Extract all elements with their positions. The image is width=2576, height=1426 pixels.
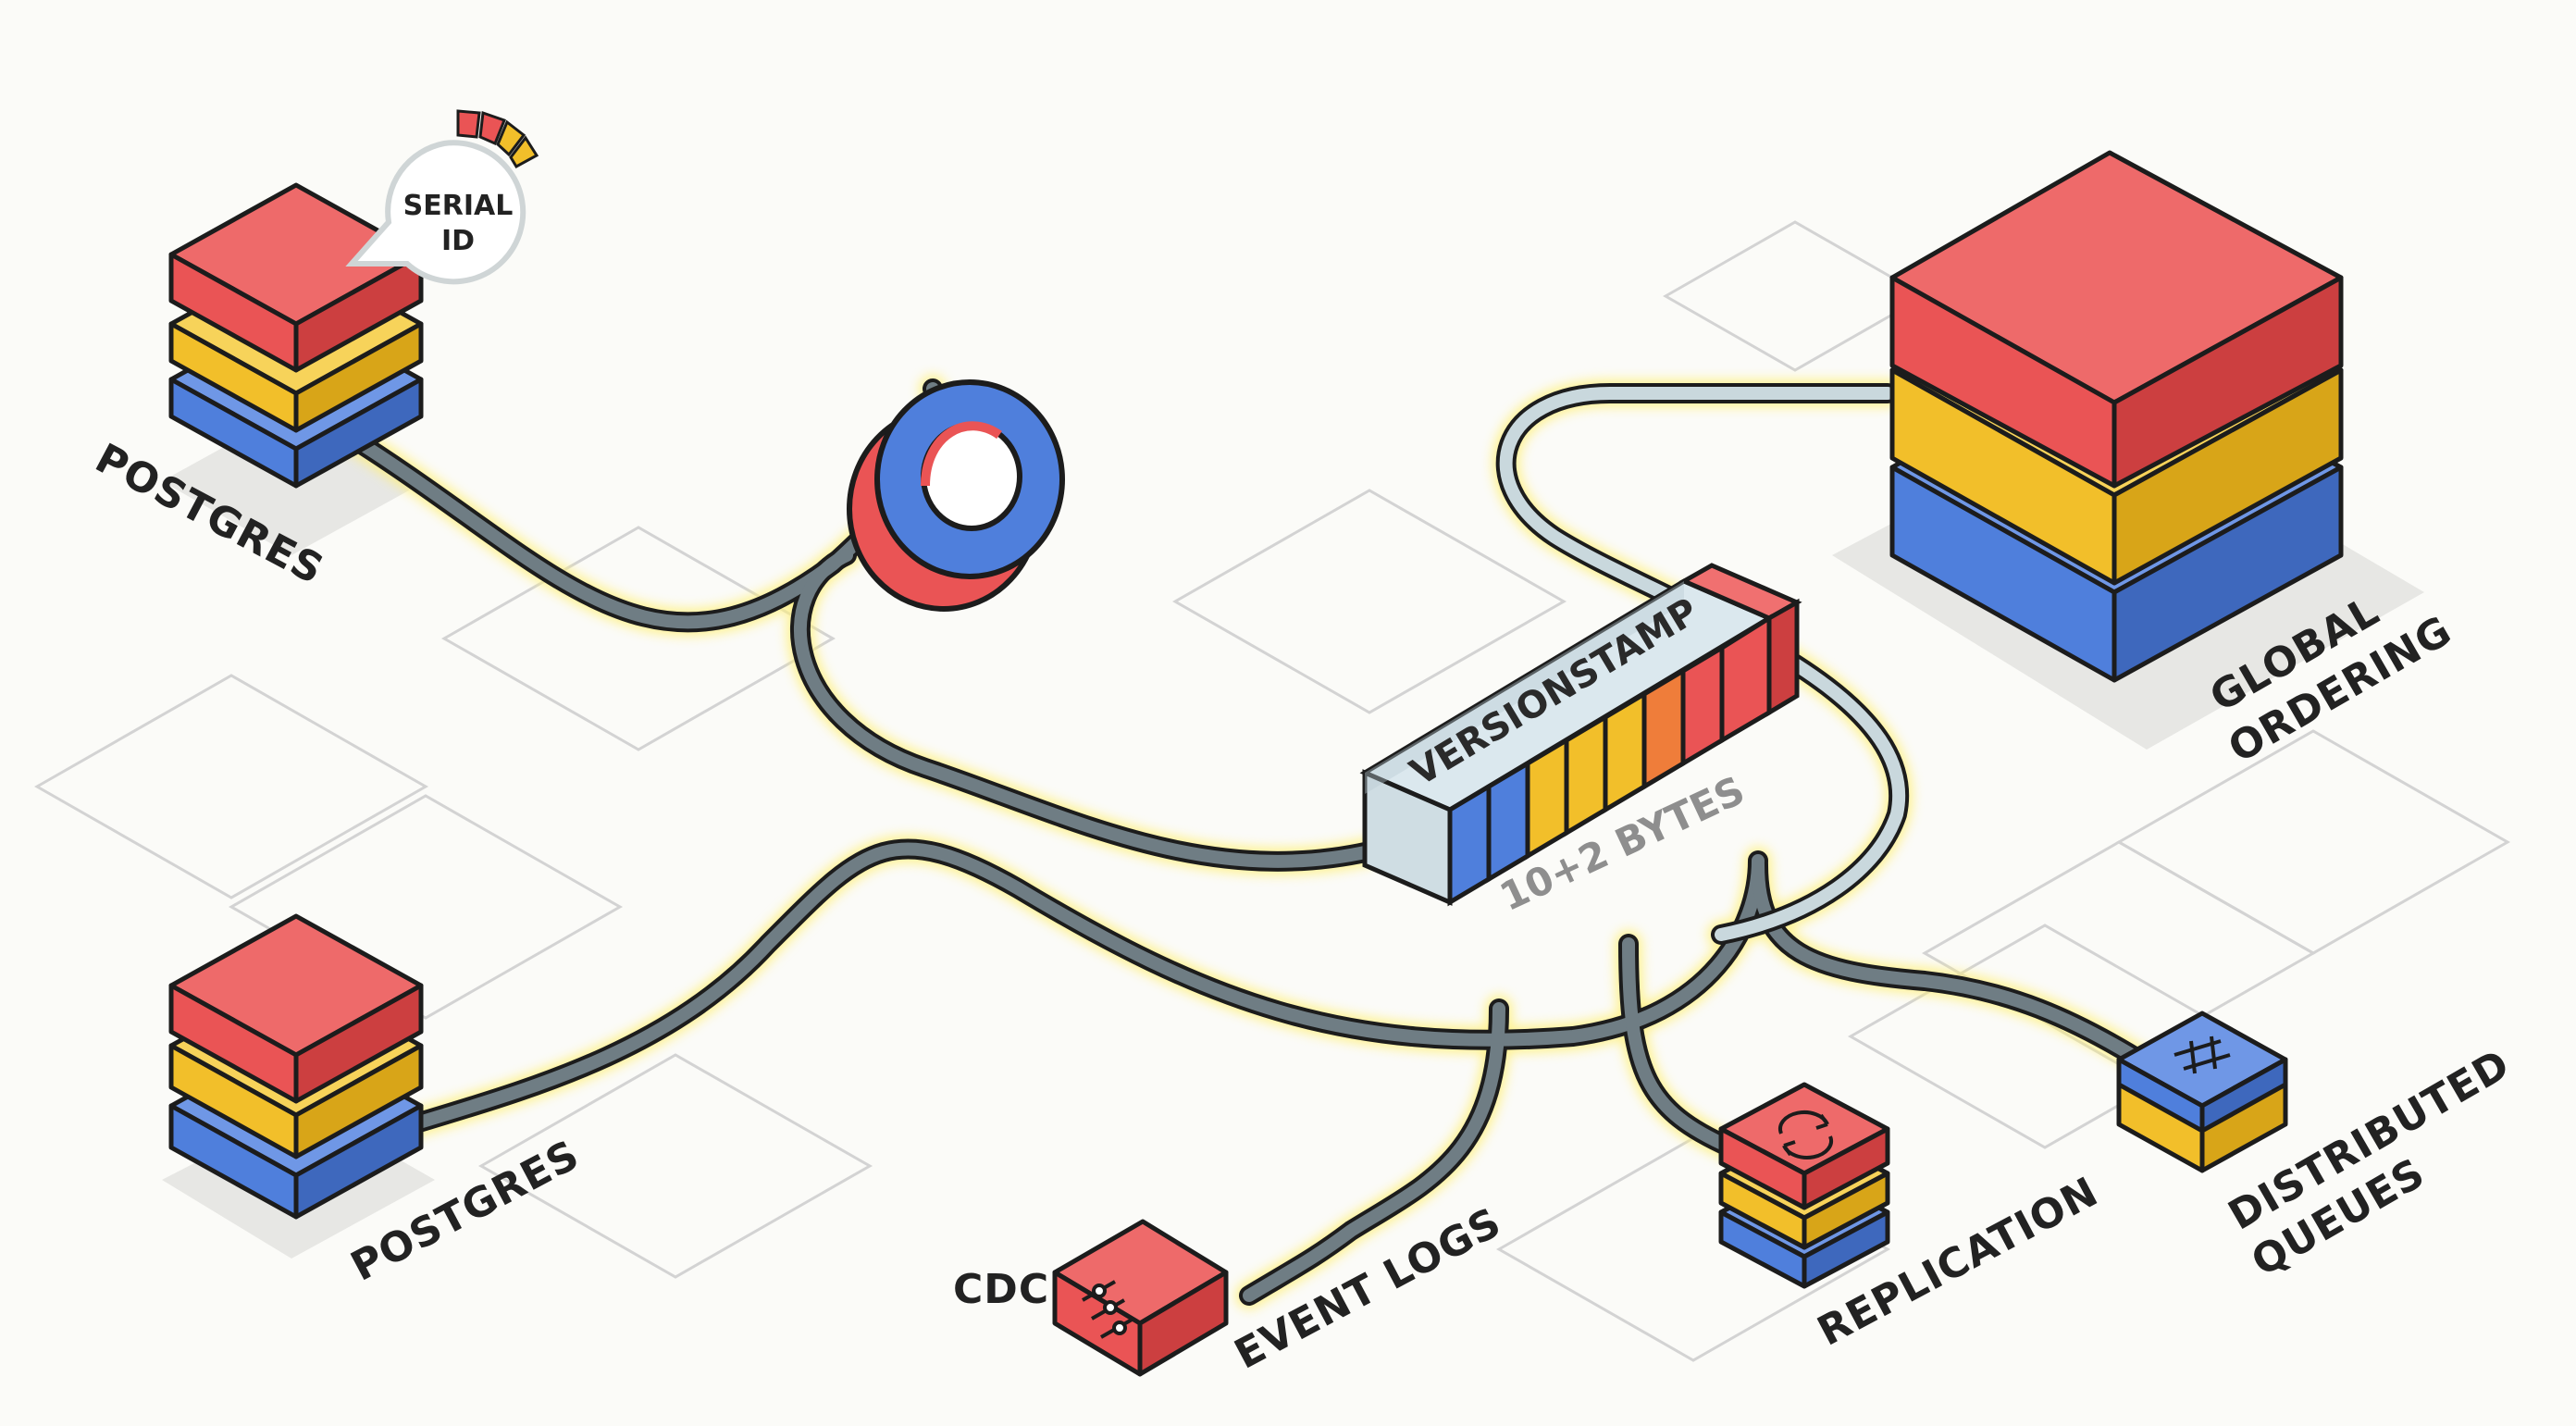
ring-torus-icon bbox=[847, 379, 1065, 612]
global-ordering-stack bbox=[1889, 150, 2344, 683]
replication-stack bbox=[1718, 1082, 1890, 1289]
cdc-cube bbox=[1052, 1219, 1229, 1377]
network-arrows-icon bbox=[2174, 1035, 2231, 1074]
versionstamp-block bbox=[1359, 563, 1802, 907]
gauge-ring-icon bbox=[456, 109, 539, 169]
queues-cube bbox=[2116, 1011, 2288, 1173]
cdc-label: CDC bbox=[953, 1266, 1049, 1313]
sliders-icon bbox=[1082, 1280, 1134, 1339]
serial-id-label-line1: SERIAL bbox=[403, 190, 514, 222]
postgres-bottom-stack bbox=[168, 913, 424, 1220]
sync-arrows-icon bbox=[1777, 1110, 1834, 1160]
serial-id-label-line2: ID bbox=[441, 225, 475, 257]
serial-id-bubble: SERIAL ID bbox=[345, 109, 539, 285]
postgres-top-stack bbox=[168, 182, 424, 489]
